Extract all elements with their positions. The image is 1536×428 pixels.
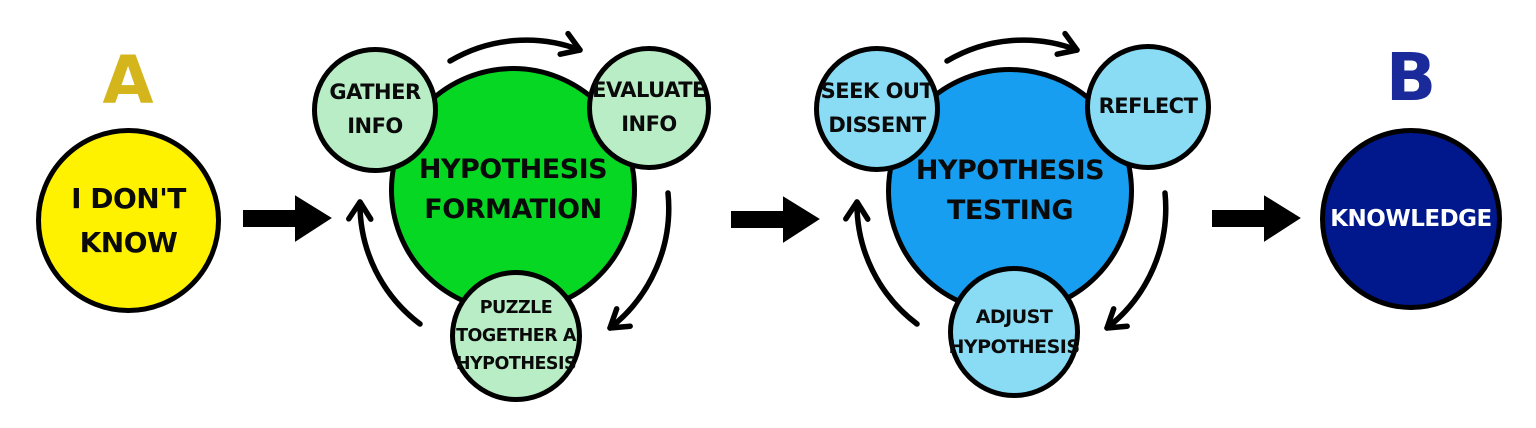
flow-arrow-2-icon (731, 196, 820, 243)
satellite-seek-out-dissent: SEEK OUT DISSENT (814, 46, 940, 172)
testing-circle-title: HYPOTHESIS TESTING (915, 154, 1105, 227)
satellite-adjust-hypothesis-label: ADJUST HYPOTHESIS (948, 305, 1081, 358)
end-circle-label: KNOWLEDGE (1330, 206, 1492, 232)
satellite-adjust-hypothesis: ADJUST HYPOTHESIS (948, 266, 1080, 398)
satellite-reflect: REFLECT (1085, 44, 1211, 170)
stage-b-label: B (1385, 39, 1437, 116)
satellite-gather-info: GATHER INFO (312, 47, 438, 173)
satellite-puzzle-hypothesis-label: PUZZLE TOGETHER A HYPOTHESIS (455, 298, 577, 374)
satellite-evaluate-info-label: EVALUATE INFO (592, 78, 706, 136)
start-circle-label: I DON'T KNOW (71, 182, 186, 259)
satellite-reflect-label: REFLECT (1098, 94, 1198, 119)
satellite-seek-out-dissent-label: SEEK OUT DISSENT (820, 79, 934, 137)
flow-arrow-3-icon (1212, 195, 1301, 242)
formation-circle-title: HYPOTHESIS FORMATION (418, 153, 608, 226)
testing-cycle-arrow-top-icon (944, 30, 1080, 64)
satellite-puzzle-hypothesis: PUZZLE TOGETHER A HYPOTHESIS (450, 270, 582, 402)
satellite-evaluate-info: EVALUATE INFO (587, 46, 711, 170)
satellite-gather-info-label: GATHER INFO (329, 80, 421, 138)
stage-a-label: A (102, 42, 154, 119)
formation-cycle-arrow-top-icon (447, 30, 583, 64)
end-circle: KNOWLEDGE (1320, 128, 1502, 310)
flow-arrow-1-icon (243, 195, 332, 242)
start-circle: I DON'T KNOW (36, 128, 221, 313)
